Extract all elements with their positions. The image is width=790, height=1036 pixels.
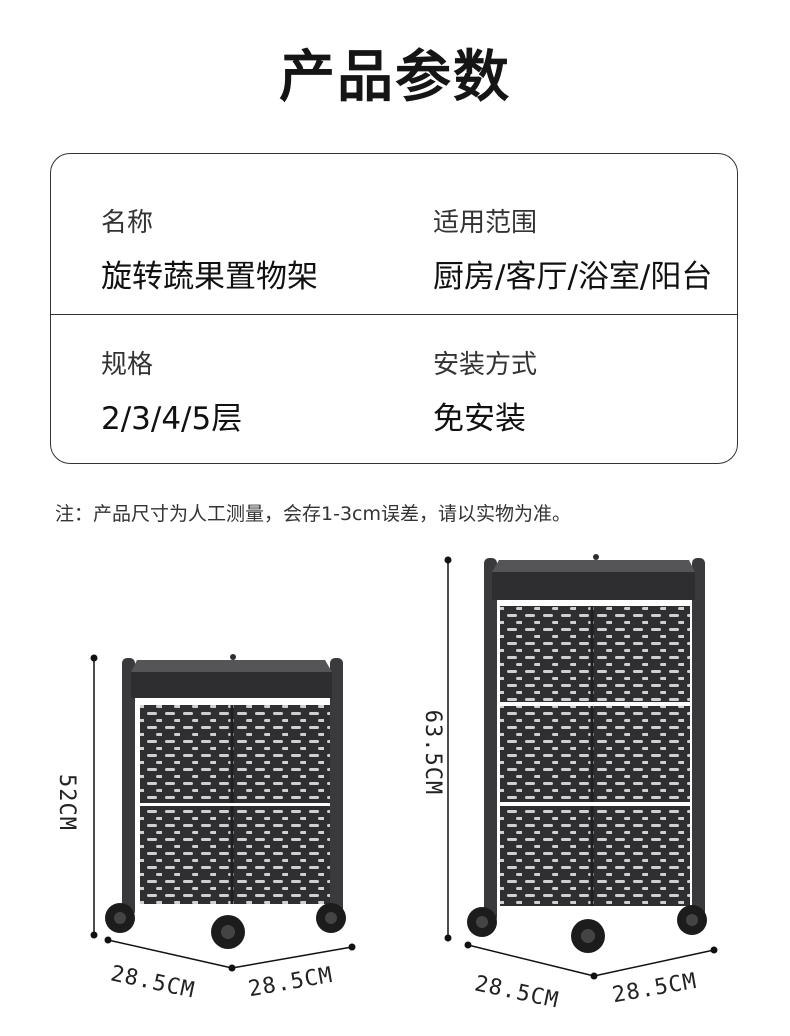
rack-large bbox=[444, 554, 718, 980]
spec-install-value: 免安装 bbox=[433, 401, 526, 437]
measurement-note: 注：产品尺寸为人工测量，会存1-3cm误差，请以实物为准。 bbox=[55, 503, 571, 525]
page-title: 产品参数 bbox=[279, 45, 511, 110]
spec-spec: 规格 2/3/4/5层 bbox=[101, 344, 242, 438]
small-height-label: 52CM bbox=[53, 774, 79, 831]
spec-divider bbox=[51, 314, 737, 315]
spec-name: 名称 旋转蔬果置物架 bbox=[101, 202, 318, 296]
spec-scope: 适用范围 厨房/客厅/浴室/阳台 bbox=[433, 202, 712, 296]
spec-spec-value: 2/3/4/5层 bbox=[101, 401, 243, 437]
product-figure: 52CM 28.5CM 28.5CM 63.5CM 28.5CM 28.5CM bbox=[0, 540, 790, 1032]
spec-scope-value: 厨房/客厅/浴室/阳台 bbox=[433, 259, 713, 295]
spec-install: 安装方式 免安装 bbox=[433, 344, 537, 438]
spec-name-label: 名称 bbox=[101, 208, 154, 238]
rack-small bbox=[90, 654, 356, 972]
spec-install-label: 安装方式 bbox=[433, 350, 538, 380]
spec-spec-label: 规格 bbox=[101, 350, 154, 380]
spec-card: 名称 旋转蔬果置物架 适用范围 厨房/客厅/浴室/阳台 规格 2/3/4/5层 … bbox=[50, 153, 738, 464]
spec-name-value: 旋转蔬果置物架 bbox=[101, 259, 318, 295]
spec-scope-label: 适用范围 bbox=[433, 208, 538, 238]
large-height-label: 63.5CM bbox=[420, 709, 446, 796]
rack-illustration bbox=[90, 554, 718, 980]
